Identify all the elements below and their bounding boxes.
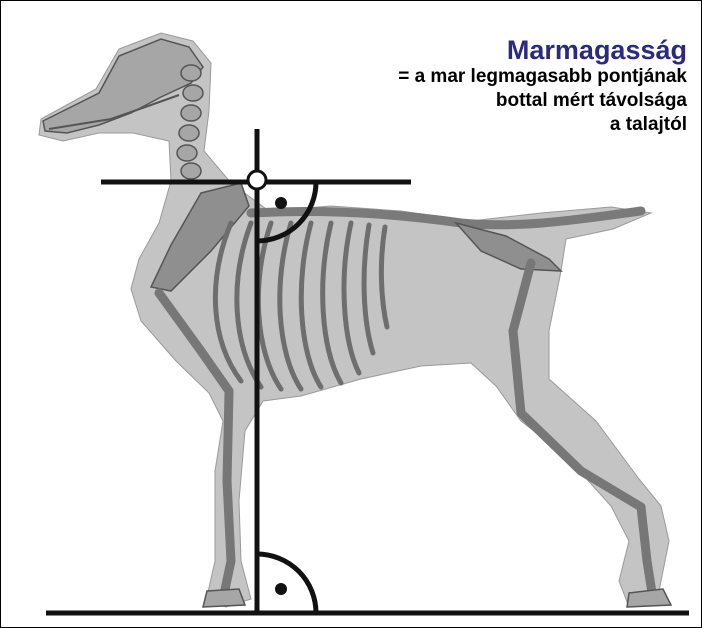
caption: Marmagasság = a mar legmagasabb pontjána…	[398, 35, 687, 137]
caption-line-2: bottal mért távolsága	[398, 89, 687, 113]
bottom-angle-dot-icon	[275, 583, 287, 595]
caption-line-1: = a mar legmagasabb pontjának	[398, 65, 687, 89]
withers-point-icon	[248, 171, 266, 189]
caption-title: Marmagasság	[398, 35, 687, 65]
front-paw	[203, 589, 245, 607]
top-angle-dot-icon	[275, 197, 287, 209]
caption-line-3: a talajtól	[398, 113, 687, 137]
right-angle-marker-bottom-icon	[257, 554, 316, 613]
